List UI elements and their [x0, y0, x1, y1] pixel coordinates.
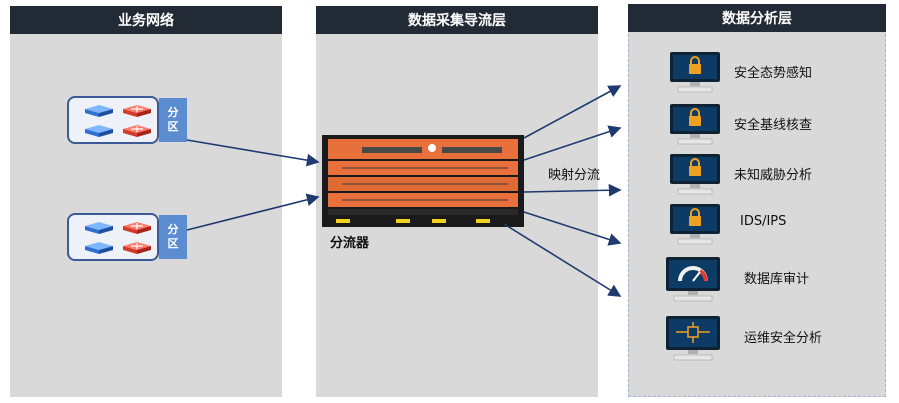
- analysis-item-label: IDS/IPS: [740, 214, 787, 229]
- analysis-item-2: 安全基线核查: [668, 102, 878, 145]
- splitter-label: 分流器: [330, 236, 370, 251]
- analysis-item-1: 安全态势感知: [668, 50, 878, 93]
- switch-icon: [85, 105, 113, 117]
- analysis-layer-title: 数据分析层: [628, 4, 886, 32]
- router-icon: [123, 125, 151, 137]
- business-network-panel: 业务网络: [10, 6, 282, 397]
- analysis-item-4: IDS/IPS: [668, 202, 878, 245]
- ingress-arrow-2: [186, 193, 320, 231]
- lock-monitor-icon: [670, 104, 720, 145]
- egress-arrow-2: [523, 125, 622, 161]
- zone-label: 区: [167, 237, 179, 250]
- zone-label: 分: [167, 106, 179, 119]
- analysis-item-6: 运维安全分析: [664, 314, 878, 361]
- analysis-item-label: 安全态势感知: [734, 66, 813, 81]
- flow-label: 映射分流: [548, 168, 601, 183]
- egress-arrow-3: [523, 183, 622, 197]
- switch-group-1: [67, 96, 159, 144]
- zone-badge-2: 分 区: [159, 215, 187, 259]
- lock-monitor-icon: [670, 52, 720, 93]
- analysis-item-label: 未知威胁分析: [734, 168, 813, 183]
- analysis-item-label: 安全基线核查: [734, 118, 813, 133]
- lock-monitor-icon: [670, 204, 720, 245]
- egress-arrow-4: [523, 211, 622, 246]
- zone-label: 区: [167, 120, 179, 133]
- analysis-item-label: 数据库审计: [744, 272, 810, 287]
- switch-group-2: [67, 213, 159, 261]
- router-icon: [123, 222, 151, 234]
- zone-badge-1: 分 区: [159, 98, 187, 142]
- analysis-item-5: 数据库审计: [664, 255, 878, 302]
- switch-icon: [85, 242, 113, 254]
- analysis-item-3: 未知威胁分析: [668, 152, 878, 195]
- egress-arrow-1: [523, 85, 622, 139]
- network-monitor-icon: [666, 316, 720, 361]
- switch-icon: [85, 222, 113, 234]
- egress-arrow-5: [503, 223, 622, 297]
- ingress-arrow-1: [186, 139, 320, 167]
- analysis-item-label: 运维安全分析: [744, 331, 823, 346]
- business-network-title: 业务网络: [10, 6, 282, 34]
- lock-monitor-icon: [670, 154, 720, 195]
- collection-layer-title: 数据采集导流层: [316, 6, 598, 34]
- zone-label: 分: [167, 223, 179, 236]
- switch-icon: [85, 125, 113, 137]
- splitter-device-icon: [322, 135, 524, 227]
- router-icon: [123, 105, 151, 117]
- gauge-monitor-icon: [666, 257, 720, 302]
- router-icon: [123, 242, 151, 254]
